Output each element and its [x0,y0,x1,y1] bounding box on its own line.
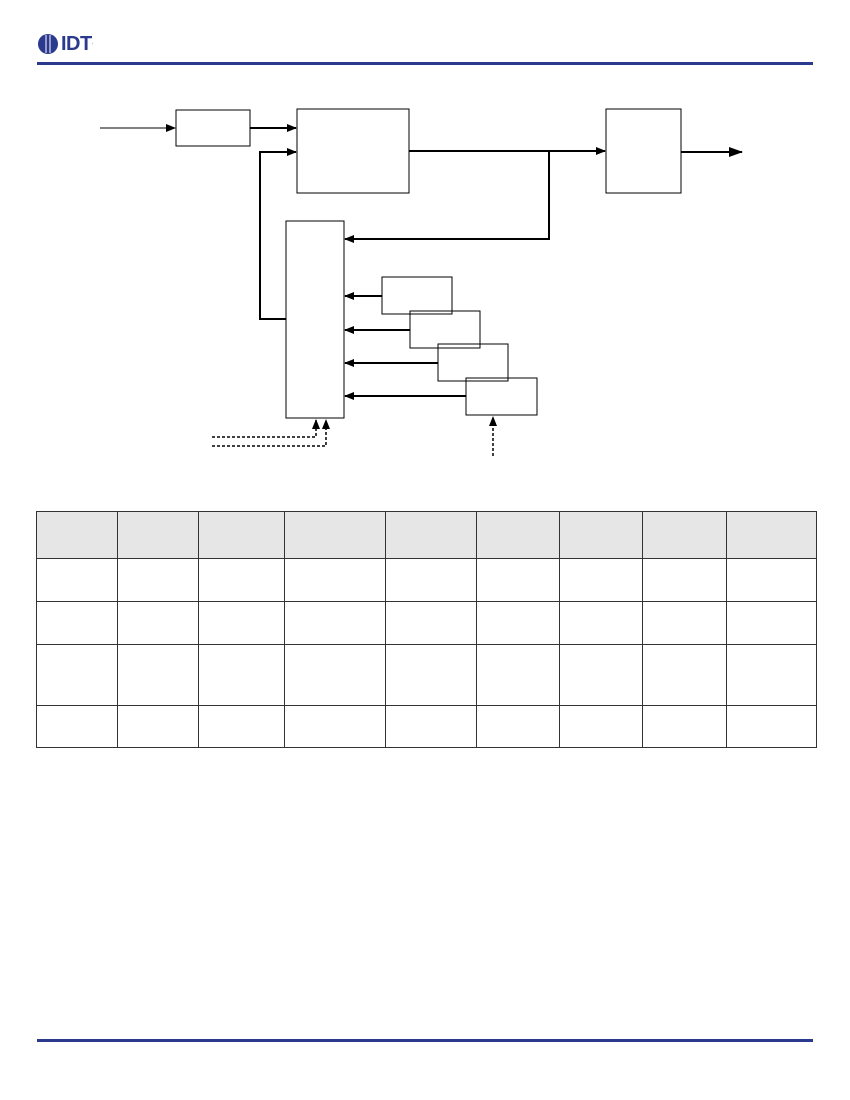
table-cell [642,558,727,602]
table-cell [385,705,477,748]
table-cell [284,558,386,602]
table-cell [117,558,199,602]
table-header-cell [642,511,727,559]
table-cell [559,644,643,706]
table-cell [642,705,727,748]
table-cell [476,705,560,748]
block-diagram [100,108,743,456]
idt-logo-text: IDT· [61,33,94,55]
table-cell [36,705,118,748]
table-header-cell [117,511,199,559]
idt-logo-mark-icon [38,34,58,54]
table-header-cell [726,511,817,559]
sub-block-2 [409,310,481,349]
dashed-input-2 [212,419,330,447]
table-header-cell [476,511,560,559]
table-cell [284,644,386,706]
table-cell [36,644,118,706]
table-cell [198,644,285,706]
table-cell [476,558,560,602]
sub-block-1 [381,276,453,315]
table-cell [642,644,727,706]
table-cell [117,705,199,748]
table-row [36,705,817,748]
table-cell [726,601,817,645]
table-cell [117,601,199,645]
idt-logo: IDT· [37,33,94,55]
table-cell [642,601,727,645]
table-cell [559,558,643,602]
table-header-cell [559,511,643,559]
dashed-input-1 [212,419,320,438]
table-cell [385,601,477,645]
feedback-arrow [259,148,297,320]
sub-block-3 [437,343,509,382]
table-cell [385,558,477,602]
loop-arrow [344,151,550,243]
table-cell [36,601,118,645]
pll-block [296,108,410,194]
table-cell [198,558,285,602]
table-header-cell [385,511,477,559]
table-header-cell [36,511,118,559]
table-header-cell [198,511,285,559]
table-cell [284,705,386,748]
spec-table [36,511,817,748]
table-row [36,558,817,602]
table-cell [726,558,817,602]
table-row [36,601,817,645]
table-cell [559,601,643,645]
input-block [175,109,251,147]
table-cell [726,705,817,748]
table-cell [284,601,386,645]
table-cell [36,558,118,602]
table-cell [117,644,199,706]
table-cell [476,644,560,706]
table-header-row [36,511,817,559]
table-cell [198,601,285,645]
table-cell [198,705,285,748]
trademark-dot-icon: · [91,41,94,47]
table-cell [726,644,817,706]
table-header-cell [284,511,386,559]
control-block [285,220,345,419]
header-rule [37,62,813,65]
footer-rule [37,1039,813,1042]
output-block [605,108,682,194]
table-cell [385,644,477,706]
table-row [36,644,817,706]
table-cell [476,601,560,645]
sub-block-4 [465,377,538,416]
table-cell [559,705,643,748]
